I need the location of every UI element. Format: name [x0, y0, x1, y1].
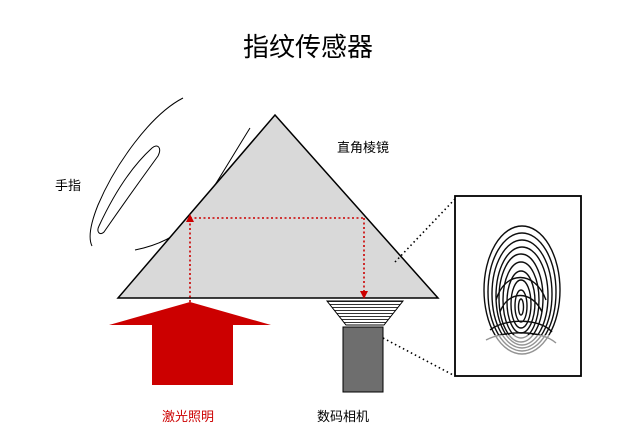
laser-label: 激光照明: [162, 410, 214, 425]
laser-arrow: [109, 302, 271, 385]
camera-body: [343, 327, 383, 392]
prism-label: 直角棱镜: [337, 140, 389, 156]
page-title: 指纹传感器: [243, 33, 373, 63]
camera-label: 数码相机: [317, 410, 369, 425]
camera-lens: [327, 301, 403, 325]
right-angle-prism: [118, 115, 438, 298]
finger-label: 手指: [55, 179, 81, 194]
